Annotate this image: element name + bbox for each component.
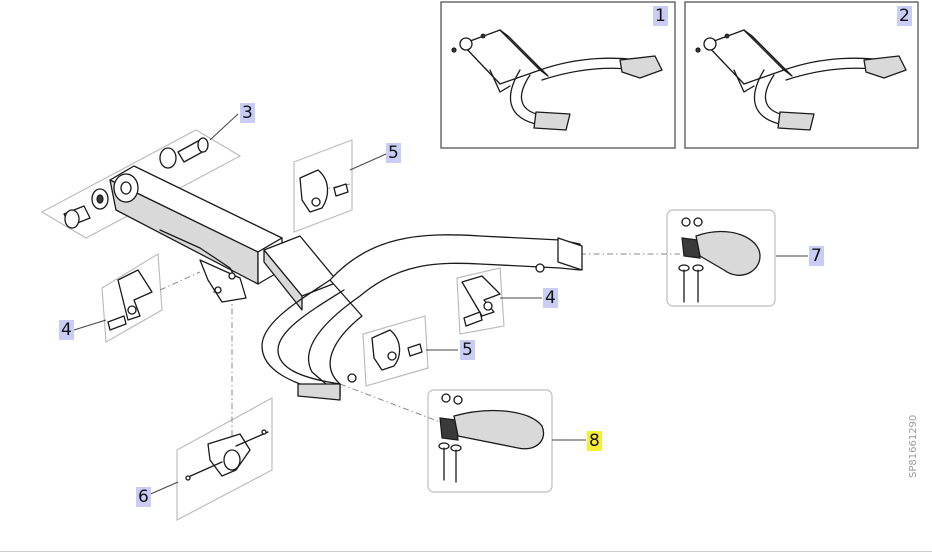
main-beam bbox=[109, 165, 339, 311]
inset-variant-2 bbox=[684, 1, 919, 149]
callout-2: 2 bbox=[897, 6, 912, 26]
pivot-hardware bbox=[63, 137, 209, 229]
grip-part-7 bbox=[678, 217, 761, 303]
latch-part-6 bbox=[185, 429, 269, 481]
document-reference: SP81661290 bbox=[908, 414, 919, 478]
callout-8: 8 bbox=[587, 431, 602, 451]
callout-3: 3 bbox=[240, 103, 255, 123]
bracket-part-4-right bbox=[461, 275, 501, 327]
leader-lines bbox=[73, 113, 808, 497]
inset-variant-1 bbox=[440, 1, 676, 149]
grip-part-8 bbox=[438, 393, 545, 483]
callout-4-right: 4 bbox=[543, 288, 558, 308]
callout-5-lower: 5 bbox=[460, 340, 475, 360]
callout-6: 6 bbox=[136, 487, 151, 507]
callout-4-left: 4 bbox=[59, 320, 74, 340]
callout-1: 1 bbox=[653, 6, 668, 26]
bottom-divider bbox=[0, 551, 932, 552]
clamp-part-5-lower bbox=[371, 329, 423, 371]
callout-5-upper: 5 bbox=[386, 143, 401, 163]
callout-7: 7 bbox=[809, 246, 824, 266]
clamp-part-5-upper bbox=[299, 169, 349, 213]
loop-handle bbox=[261, 234, 583, 401]
bracket-part-4-left bbox=[107, 269, 153, 331]
